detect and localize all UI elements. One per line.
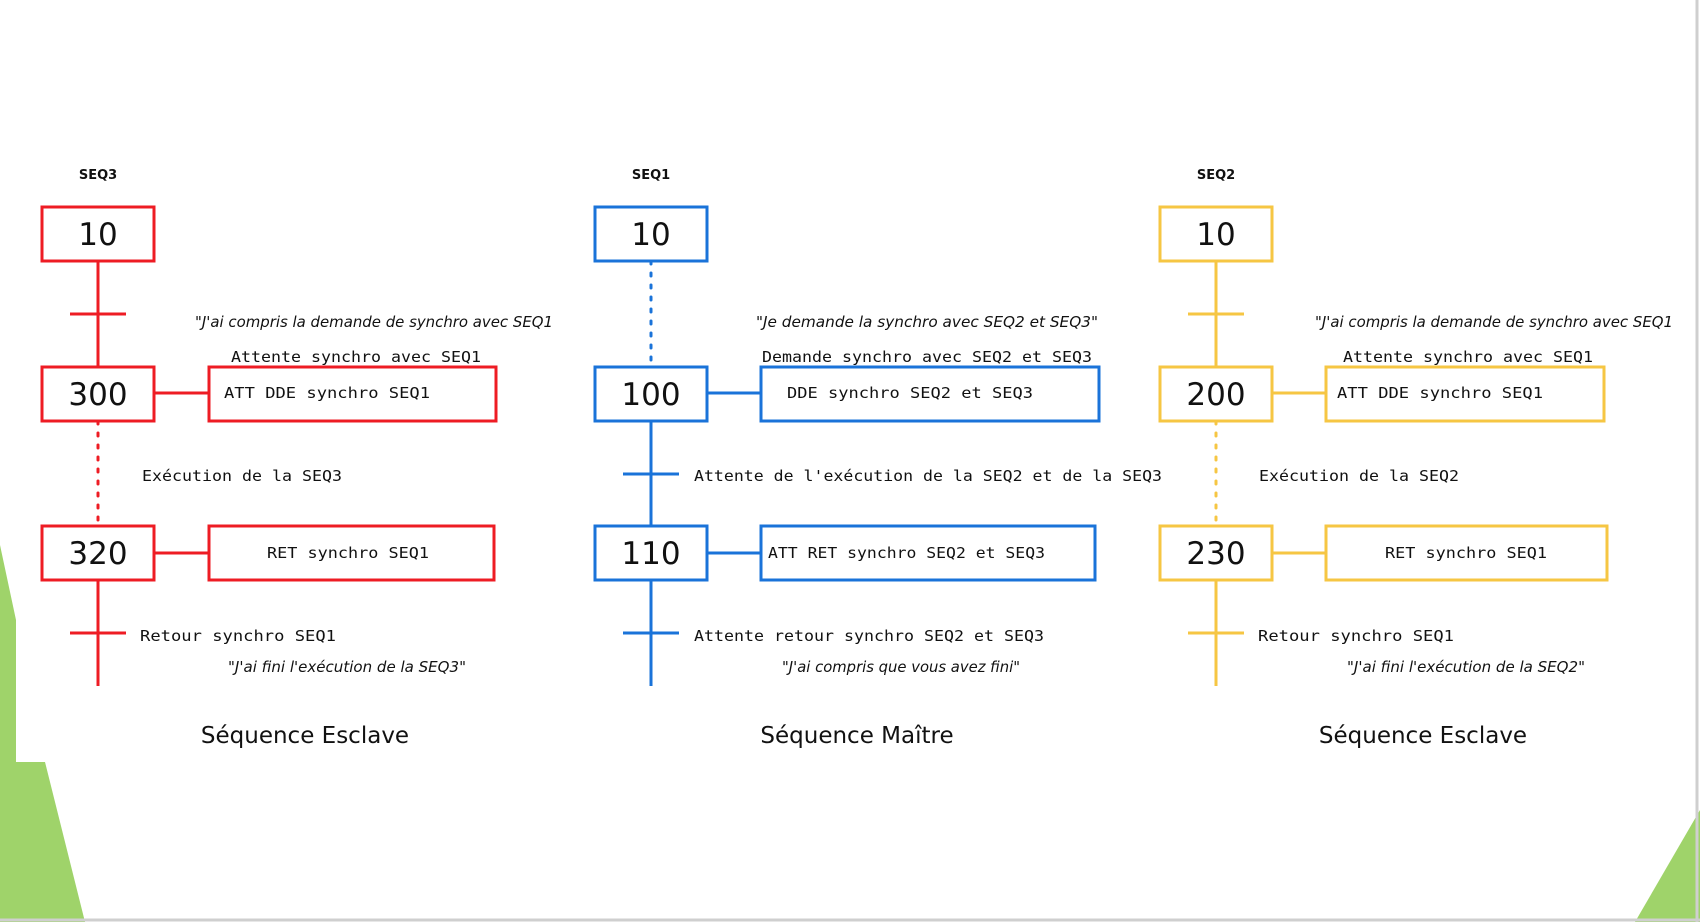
condition-2: Attente de l'exécution de la SEQ2 et de … bbox=[694, 467, 1162, 485]
step-number: 10 bbox=[631, 217, 670, 253]
condition-1: Attente synchro avec SEQ1 bbox=[231, 348, 481, 366]
quote-bottom: "J'ai compris que vous avez fini" bbox=[782, 658, 1020, 676]
column-seq1-text: SEQ1 10 100 110 "Je demande la synchro a… bbox=[621, 168, 1162, 749]
sequence-caption: Séquence Maître bbox=[760, 723, 953, 749]
step-box-10 bbox=[1158, 205, 1274, 263]
step-number: 230 bbox=[1186, 536, 1245, 572]
right-green-accent bbox=[1635, 810, 1700, 922]
seq-title: SEQ2 bbox=[1197, 168, 1235, 183]
step-box-10 bbox=[593, 205, 709, 263]
condition-2: Exécution de la SEQ3 bbox=[142, 467, 342, 485]
column-seq2 bbox=[1158, 205, 1609, 686]
step-box-10 bbox=[40, 205, 156, 263]
step-box-100 bbox=[593, 365, 709, 423]
step-number: 320 bbox=[68, 536, 127, 572]
column-seq2-text: SEQ2 10 200 230 "J'ai compris la demande… bbox=[1186, 168, 1673, 749]
condition-1: Attente synchro avec SEQ1 bbox=[1343, 348, 1593, 366]
quote-top: "J'ai compris la demande de synchro avec… bbox=[195, 313, 553, 331]
action-1: ATT DDE synchro SEQ1 bbox=[1337, 384, 1543, 402]
action-1: DDE synchro SEQ2 et SEQ3 bbox=[787, 384, 1033, 402]
seq-title: SEQ3 bbox=[79, 168, 117, 183]
action-box-2 bbox=[1324, 524, 1609, 582]
quote-top: "J'ai compris la demande de synchro avec… bbox=[1315, 313, 1673, 331]
action-2: ATT RET synchro SEQ2 et SEQ3 bbox=[768, 544, 1045, 562]
quote-bottom: "J'ai fini l'exécution de la SEQ3" bbox=[228, 658, 466, 676]
action-box-1 bbox=[207, 365, 498, 423]
action-box-2 bbox=[207, 524, 496, 582]
quote-top: "Je demande la synchro avec SEQ2 et SEQ3… bbox=[756, 313, 1098, 331]
condition-3: Retour synchro SEQ1 bbox=[140, 627, 336, 645]
step-number: 10 bbox=[1196, 217, 1235, 253]
action-2: RET synchro SEQ1 bbox=[267, 544, 429, 562]
step-box-110 bbox=[593, 524, 709, 582]
step-number: 110 bbox=[621, 536, 680, 572]
step-box-200 bbox=[1158, 365, 1274, 423]
step-box-320 bbox=[40, 524, 156, 582]
action-box-2 bbox=[759, 524, 1097, 582]
step-box-230 bbox=[1158, 524, 1274, 582]
condition-3: Retour synchro SEQ1 bbox=[1258, 627, 1454, 645]
condition-1: Demande synchro avec SEQ2 et SEQ3 bbox=[762, 348, 1092, 366]
action-2: RET synchro SEQ1 bbox=[1385, 544, 1547, 562]
action-box-1 bbox=[759, 365, 1101, 423]
step-number: 300 bbox=[68, 377, 127, 413]
column-seq3 bbox=[40, 205, 498, 686]
left-green-accent bbox=[0, 545, 85, 922]
step-box-300 bbox=[40, 365, 156, 423]
step-number: 200 bbox=[1186, 377, 1245, 413]
seq-title: SEQ1 bbox=[632, 168, 670, 183]
condition-3: Attente retour synchro SEQ2 et SEQ3 bbox=[694, 627, 1044, 645]
action-1: ATT DDE synchro SEQ1 bbox=[224, 384, 430, 402]
column-seq3-text: SEQ3 10 300 320 "J'ai compris la demande… bbox=[68, 168, 553, 749]
step-number: 10 bbox=[78, 217, 117, 253]
column-seq1 bbox=[593, 205, 1101, 686]
step-number: 100 bbox=[621, 377, 680, 413]
quote-bottom: "J'ai fini l'exécution de la SEQ2" bbox=[1347, 658, 1585, 676]
sequence-caption: Séquence Esclave bbox=[201, 723, 409, 749]
condition-2: Exécution de la SEQ2 bbox=[1259, 467, 1459, 485]
sequence-caption: Séquence Esclave bbox=[1319, 723, 1527, 749]
action-box-1 bbox=[1324, 365, 1606, 423]
